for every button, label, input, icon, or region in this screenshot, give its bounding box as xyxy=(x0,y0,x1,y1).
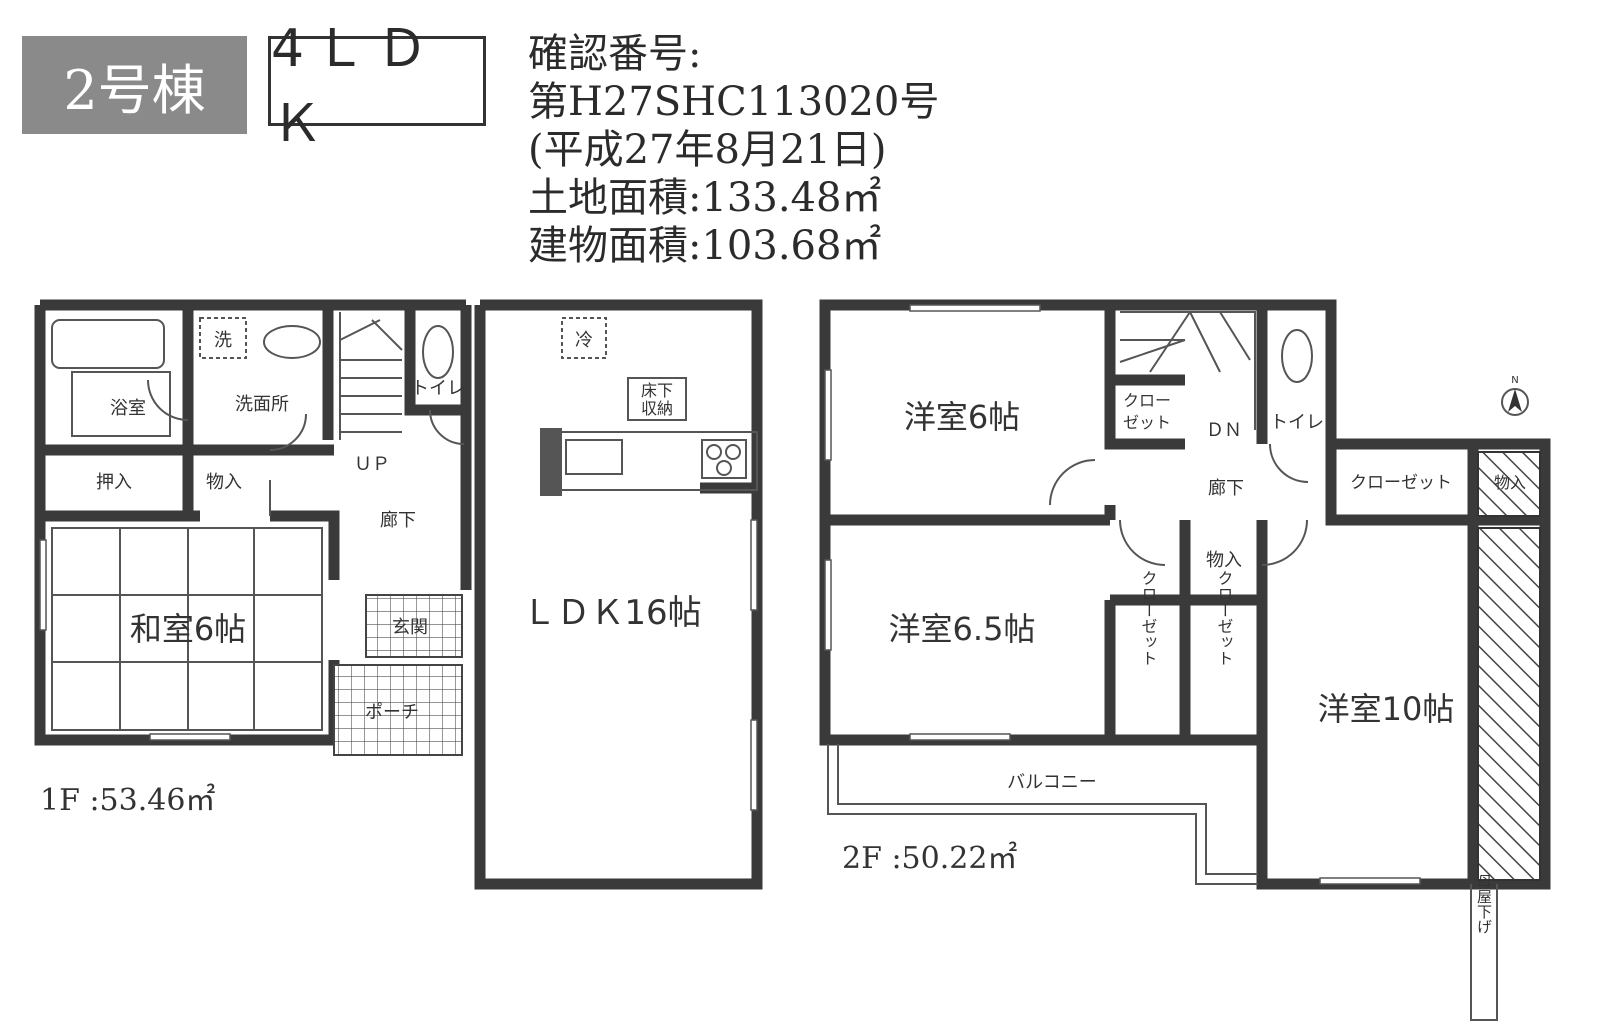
floor2-door-arcs xyxy=(1049,443,1309,566)
closet-b: クローゼット xyxy=(1350,473,1452,493)
closet-d: クローゼット xyxy=(1215,570,1234,666)
floor1-stairs xyxy=(339,312,403,440)
room-porch: ポーチ xyxy=(365,702,419,723)
room-toilet-1f: トイレ xyxy=(411,378,465,399)
underfloor-storage xyxy=(627,377,687,421)
window-1f-west xyxy=(39,539,47,631)
floor2-plan: N 洋室6帖 クロー ゼット ＤＮ トイレ 廊下 クローゼット 物入 物入 洋室… xyxy=(819,299,1551,1021)
closet-a-line2: ゼット xyxy=(1123,413,1171,432)
washer-label: 洗 xyxy=(214,330,232,351)
confirm-number: 第H27SHC113020号 xyxy=(528,79,940,125)
floor1-interior-wall-hall xyxy=(40,510,340,580)
fridge-space xyxy=(561,317,607,359)
room-washitsu: 和室6帖 xyxy=(130,610,246,648)
building-area: 建物面積:103.68㎡ xyxy=(528,223,882,269)
confirm-label: 確認番号: xyxy=(528,31,702,77)
floor2-interior-wall-closets xyxy=(1104,594,1268,740)
window-ldk-east-2 xyxy=(750,719,758,811)
bath-floor xyxy=(71,371,171,437)
north-compass-icon: N xyxy=(1501,375,1529,416)
confirm-date: (平成27年8月21日) xyxy=(528,127,887,173)
window-2f-west-2 xyxy=(824,559,832,651)
floor2-interior-wall-top xyxy=(1104,305,1268,450)
stairs-up-label: ＵＰ xyxy=(354,454,390,475)
building-number-badge: 2号棟 xyxy=(22,36,247,134)
bathtub xyxy=(51,319,165,369)
floor2-area: 2F :50.22㎡ xyxy=(842,841,1017,876)
porch-tile xyxy=(333,664,463,756)
balcony-label: バルコニー xyxy=(1007,772,1097,793)
room-western-6-5: 洋室6.5帖 xyxy=(889,610,1036,648)
window-2f-south xyxy=(909,733,1011,741)
stairs-down-label: ＤＮ xyxy=(1206,420,1242,441)
floor1-area: 1F :53.46㎡ xyxy=(40,783,215,818)
storage-hatch xyxy=(1477,451,1541,517)
underfloor-line1: 床下 xyxy=(641,381,673,400)
room-toilet-2f: トイレ xyxy=(1270,412,1324,433)
floor1-interior-wall-toilet xyxy=(404,305,472,590)
entrance-tile xyxy=(365,594,463,658)
toilet-bowl-1f xyxy=(422,325,454,379)
balcony-rail xyxy=(827,744,1258,885)
washer-space xyxy=(199,317,247,359)
storage-2f-a: 物入 xyxy=(1494,473,1526,492)
land-area: 土地面積:133.48㎡ xyxy=(528,175,882,221)
tatami-grid xyxy=(51,527,323,731)
svg-text:N: N xyxy=(1511,375,1518,386)
room-western-10: 洋室10帖 xyxy=(1318,690,1455,728)
property-info: 確認番号: 第H27SHC113020号 (平成27年8月21日) 土地面積:1… xyxy=(528,30,939,270)
room-storage-1f: 物入 xyxy=(206,472,242,493)
eave-marker xyxy=(1470,884,1498,1021)
room-oshiire: 押入 xyxy=(96,472,132,493)
eave-hatch xyxy=(1477,527,1541,881)
room-washroom: 洗面所 xyxy=(235,394,289,415)
window-ldk-east xyxy=(750,519,758,611)
floor2-stairs xyxy=(1119,311,1256,430)
fridge-label: 冷 xyxy=(575,330,593,351)
cooktop xyxy=(701,439,747,479)
storage-2f-b: 物入 xyxy=(1206,550,1242,571)
toilet-bowl-2f xyxy=(1281,329,1313,383)
floor2-interior-wall-mid xyxy=(825,444,1545,884)
room-hallway-2f: 廊下 xyxy=(1208,478,1244,499)
wash-basin xyxy=(263,325,321,359)
closet-c: クローゼット xyxy=(1139,570,1158,666)
underfloor-line2: 収納 xyxy=(641,399,673,418)
floor1-plan: 浴室 洗面所 洗 トイレ ＵＰ 押入 物入 廊下 和室6帖 玄関 ポーチ 冷 床… xyxy=(34,299,763,890)
room-hallway-1f: 廊下 xyxy=(380,510,416,531)
room-entrance: 玄関 xyxy=(392,617,428,638)
kitchen-counter-end xyxy=(540,428,562,496)
eave-label: 母屋下げ xyxy=(1475,874,1493,934)
floor1-interior-wall-bath xyxy=(40,305,334,516)
room-ldk: ＬＤＫ16帖 xyxy=(522,593,701,633)
balcony-rail-inner xyxy=(837,744,1258,875)
closet-a-line1: クロー xyxy=(1123,391,1171,410)
room-western-6: 洋室6帖 xyxy=(904,398,1020,436)
kitchen-sink xyxy=(565,439,623,475)
window-2f-north xyxy=(909,304,1041,312)
floor1-door-arcs xyxy=(147,379,465,516)
window-room10-south xyxy=(1319,877,1421,885)
room-bath: 浴室 xyxy=(110,398,146,419)
window-1f-south xyxy=(149,733,231,741)
window-2f-west-1 xyxy=(824,369,832,461)
